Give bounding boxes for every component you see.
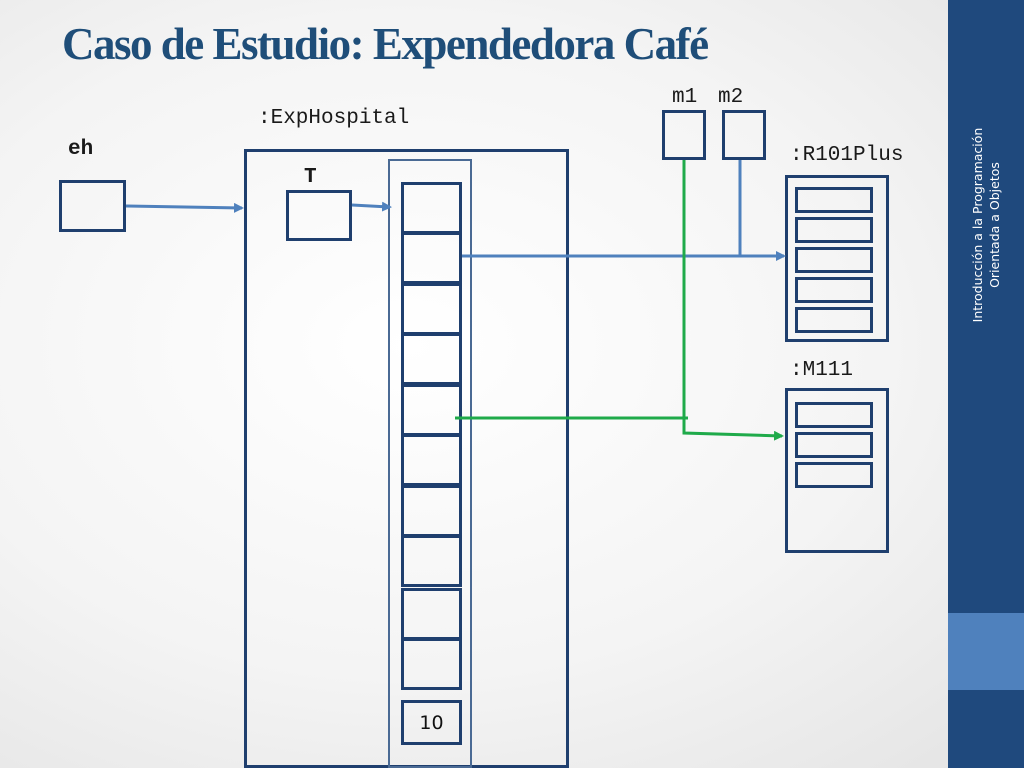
m111-slot bbox=[795, 432, 873, 458]
array-container bbox=[388, 159, 472, 768]
var-m1-box bbox=[662, 110, 706, 160]
array-cell bbox=[401, 638, 462, 690]
m111-slot bbox=[795, 462, 873, 488]
label-m111: :M111 bbox=[790, 359, 854, 382]
label-r101plus: :R101Plus bbox=[790, 144, 904, 167]
array-length-value: 10 bbox=[419, 712, 444, 734]
m111-object bbox=[785, 388, 889, 553]
label-exphospital: :ExpHospital bbox=[258, 107, 410, 130]
label-m2: m2 bbox=[718, 86, 744, 109]
array-cell bbox=[401, 434, 462, 486]
var-m2-box bbox=[722, 110, 766, 160]
r101plus-slot bbox=[795, 277, 873, 303]
arrow-m1-to-m111 bbox=[682, 160, 784, 441]
sidebar-accent-block bbox=[948, 613, 1024, 690]
r101plus-slot bbox=[795, 307, 873, 333]
array-cell bbox=[401, 333, 462, 385]
arrow-T-to-array bbox=[351, 201, 392, 212]
array-length-cell: 10 bbox=[401, 700, 462, 745]
array-cell bbox=[401, 535, 462, 587]
slide-title: Caso de Estudio: Expendedora Café bbox=[62, 19, 709, 69]
label-T: T bbox=[304, 166, 317, 189]
r101plus-slot bbox=[795, 217, 873, 243]
arrow-eh-to-exphospital bbox=[125, 202, 244, 213]
r101plus-slot bbox=[795, 187, 873, 213]
array-cell bbox=[401, 232, 462, 284]
var-T-box bbox=[286, 190, 352, 241]
r101plus-object bbox=[785, 175, 889, 342]
r101plus-slot bbox=[795, 247, 873, 273]
m111-slot bbox=[795, 402, 873, 428]
label-m1: m1 bbox=[672, 86, 698, 109]
label-eh: eh bbox=[68, 138, 94, 161]
var-eh-box bbox=[59, 180, 126, 232]
